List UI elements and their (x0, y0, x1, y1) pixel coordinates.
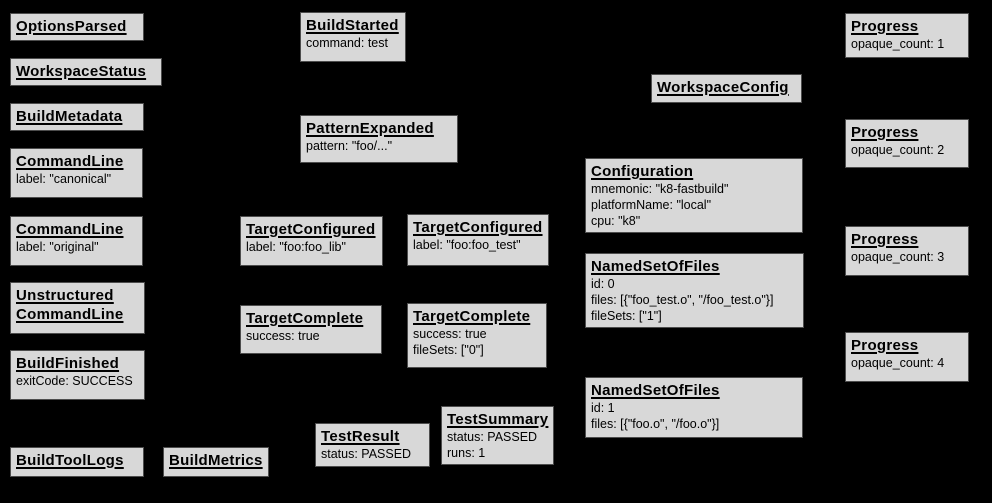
event-box-progress-3: Progress opaque_count: 3 (845, 226, 969, 276)
event-attr: success: true (246, 329, 320, 343)
event-attr: runs: 1 (447, 446, 486, 460)
event-attr: opaque_count: 4 (851, 356, 945, 370)
event-title: PatternExpanded (306, 120, 434, 137)
event-box-target-configured-foo-lib: TargetConfigured label: "foo:foo_lib" (240, 216, 383, 266)
event-box-workspace-config: WorkspaceConfig (651, 74, 802, 103)
event-title: TargetConfigured (246, 221, 376, 238)
event-box-build-tool-logs: BuildToolLogs (10, 447, 144, 477)
event-attr: opaque_count: 2 (851, 143, 945, 157)
event-title-line-2: CommandLine (16, 306, 124, 323)
event-attr: opaque_count: 1 (851, 37, 945, 51)
event-title: TestResult (321, 428, 400, 445)
event-attr: files: [{"foo_test.o", "/foo_test.o"}] (591, 293, 774, 307)
event-box-command-line-original: CommandLine label: "original" (10, 216, 143, 266)
event-attr: files: [{"foo.o", "/foo.o"}] (591, 417, 720, 431)
event-title: Progress (851, 337, 919, 354)
event-title-line-1: Unstructured (16, 287, 114, 304)
event-box-target-configured-foo-test: TargetConfigured label: "foo:foo_test" (407, 214, 549, 266)
event-attr: fileSets: ["0"] (413, 343, 484, 357)
event-attr: id: 0 (591, 277, 615, 291)
event-title: BuildMetadata (16, 108, 123, 125)
event-attr: mnemonic: "k8-fastbuild" (591, 182, 729, 196)
event-title: Progress (851, 18, 919, 35)
event-title: BuildMetrics (169, 452, 263, 469)
event-box-test-summary: TestSummary status: PASSED runs: 1 (441, 406, 555, 465)
event-title: NamedSetOfFiles (591, 258, 720, 275)
event-attr: exitCode: SUCCESS (16, 374, 133, 388)
event-title: TargetComplete (413, 308, 531, 325)
event-attr: label: "foo:foo_lib" (246, 240, 346, 254)
event-attr: cpu: "k8" (591, 214, 641, 228)
event-title: CommandLine (16, 153, 124, 170)
event-attr: label: "original" (16, 240, 99, 254)
event-attr: pattern: "foo/..." (306, 139, 393, 153)
event-title: TestSummary (447, 411, 549, 428)
event-box-pattern-expanded: PatternExpanded pattern: "foo/..." (300, 115, 458, 163)
event-box-target-complete-foo-test: TargetComplete success: true fileSets: [… (407, 303, 547, 368)
event-attr: fileSets: ["1"] (591, 309, 662, 323)
event-title: NamedSetOfFiles (591, 382, 720, 399)
event-box-named-set-of-files-1: NamedSetOfFiles id: 1 files: [{"foo.o", … (585, 377, 803, 438)
event-box-progress-4: Progress opaque_count: 4 (845, 332, 969, 382)
event-title: BuildStarted (306, 17, 399, 34)
event-box-unstructured-command-line: Unstructured CommandLine (10, 282, 145, 334)
event-title: OptionsParsed (16, 18, 127, 35)
event-attr: command: test (306, 36, 388, 50)
event-title: BuildFinished (16, 355, 120, 372)
event-box-workspace-status: WorkspaceStatus (10, 58, 162, 86)
event-attr: status: PASSED (447, 430, 538, 444)
event-attr: platformName: "local" (591, 198, 712, 212)
event-box-named-set-of-files-0: NamedSetOfFiles id: 0 files: [{"foo_test… (585, 253, 804, 328)
event-box-test-result: TestResult status: PASSED (315, 423, 430, 467)
event-attr: label: "foo:foo_test" (413, 238, 521, 252)
event-title: CommandLine (16, 221, 124, 238)
event-title: TargetComplete (246, 310, 364, 327)
event-title: BuildToolLogs (16, 452, 124, 469)
event-title: Progress (851, 124, 919, 141)
event-title: Configuration (591, 163, 694, 180)
event-attr: opaque_count: 3 (851, 250, 945, 264)
event-box-configuration: Configuration mnemonic: "k8-fastbuild" p… (585, 158, 803, 233)
event-box-options-parsed: OptionsParsed (10, 13, 144, 41)
event-attr: status: PASSED (321, 447, 412, 461)
event-box-build-metrics: BuildMetrics (163, 447, 269, 477)
event-title: WorkspaceStatus (16, 63, 147, 80)
event-attr: id: 1 (591, 401, 615, 415)
event-title: TargetConfigured (413, 219, 543, 236)
event-box-build-metadata: BuildMetadata (10, 103, 144, 131)
event-box-build-started: BuildStarted command: test (300, 12, 406, 62)
event-box-command-line-canonical: CommandLine label: "canonical" (10, 148, 143, 198)
event-box-target-complete-foo-lib: TargetComplete success: true (240, 305, 382, 354)
event-title: Progress (851, 231, 919, 248)
event-box-build-finished: BuildFinished exitCode: SUCCESS (10, 350, 145, 400)
event-attr: label: "canonical" (16, 172, 112, 186)
event-box-progress-2: Progress opaque_count: 2 (845, 119, 969, 168)
event-attr: success: true (413, 327, 487, 341)
event-box-progress-1: Progress opaque_count: 1 (845, 13, 969, 58)
event-title: WorkspaceConfig (657, 79, 789, 96)
